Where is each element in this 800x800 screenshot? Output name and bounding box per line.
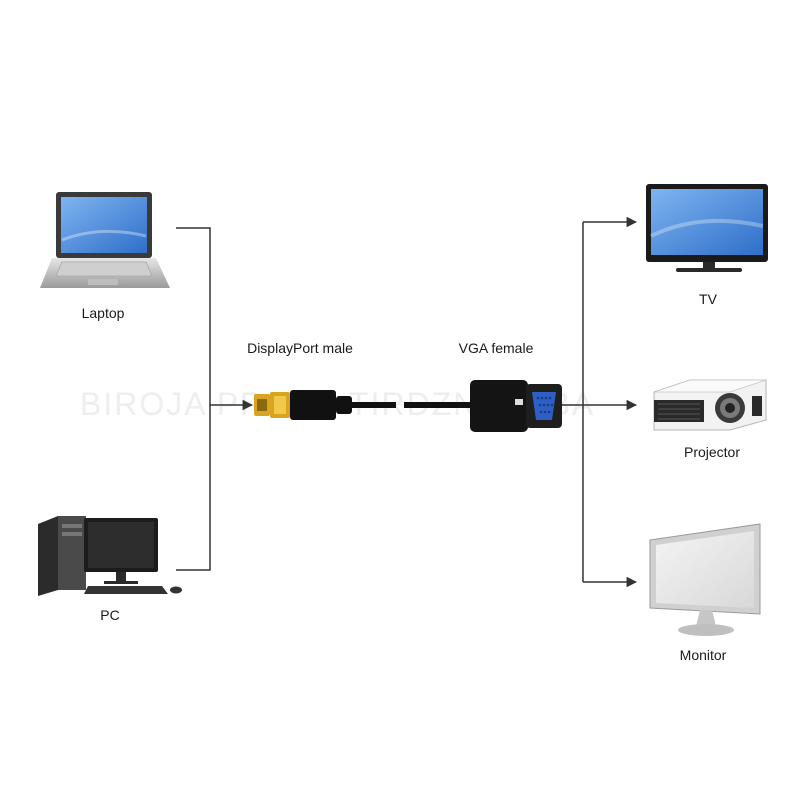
source-bracket-lines (176, 227, 254, 571)
laptop-label: Laptop (81, 305, 125, 321)
displayport-connector-icon (254, 390, 352, 420)
tv-icon (646, 184, 768, 272)
pc-label: PC (100, 607, 120, 623)
monitor-icon (649, 523, 761, 636)
displayport-male-label: DisplayPort male (247, 340, 353, 356)
tv-label: TV (699, 291, 717, 307)
monitor-label: Monitor (679, 647, 727, 663)
vga-adapter-icon (470, 380, 562, 432)
pc-icon (38, 516, 182, 596)
vga-female-label: VGA female (458, 340, 534, 356)
laptop-icon (40, 192, 170, 288)
projector-label: Projector (683, 444, 741, 460)
output-bracket-lines (562, 216, 638, 588)
projector-icon (653, 379, 767, 431)
